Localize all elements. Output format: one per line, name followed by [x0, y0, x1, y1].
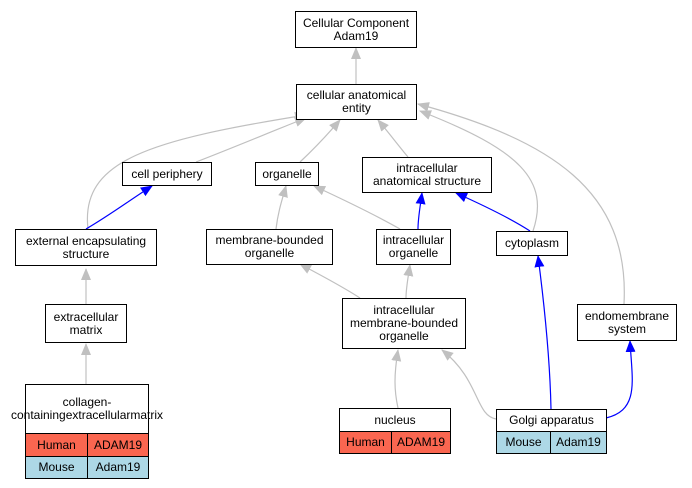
edge-golgi-to-endomembrane [605, 340, 636, 419]
node-title: nucleus [340, 409, 450, 431]
node-label-line: membrane-bounded [349, 316, 459, 330]
edge-golgi-to-imbo [441, 349, 497, 420]
gene-cell: ADAM19 [87, 434, 148, 456]
edge-ias-to-cae [377, 119, 409, 158]
node-cytoplasm[interactable]: cytoplasm [496, 231, 568, 256]
edge-mbo-to-organelle [275, 185, 288, 230]
node-label-line: extracellular [65, 408, 131, 422]
edge-nucleus-to-imbo [391, 349, 402, 409]
node-label-line: intracellular [382, 233, 445, 247]
node-label-line: cellular anatomical [306, 88, 407, 102]
node-label-line: organelle [262, 166, 312, 181]
node-label-line: nucleus [374, 412, 416, 427]
edge-cell-periphery-to-cae [195, 117, 307, 163]
node-label-line: structure [62, 246, 110, 261]
node-label-line: extracellular [53, 309, 119, 324]
node-label-line: cell periphery [131, 166, 203, 181]
node-label-line: organelle [388, 246, 439, 260]
node-label-line: Cellular Component [302, 15, 410, 30]
gene-cell: Adam19 [550, 432, 606, 453]
gene-cell: ADAM19 [391, 432, 450, 453]
gene-cell: Adam19 [87, 457, 148, 478]
node-collagen-containing-ecm[interactable]: collagen-containingextracellularmatrix H… [11, 384, 163, 479]
gene-row-mouse: Mouse Adam19 [497, 431, 606, 453]
species-cell-mouse: Mouse [26, 457, 87, 478]
edge-cytoplasm-to-cae [419, 110, 538, 232]
node-nucleus[interactable]: nucleus Human ADAM19 [339, 408, 451, 454]
species-cell-human: Human [340, 432, 391, 453]
node-label-line: Golgi apparatus [509, 413, 594, 427]
edge-ext-encap-to-cae [86, 111, 307, 230]
edge-imbo-to-mbo [299, 263, 361, 299]
node-cell-periphery[interactable]: cell periphery [122, 162, 212, 186]
gene-row-human: Human ADAM19 [340, 431, 450, 453]
species-cell-human: Human [26, 434, 87, 456]
edge-intra-org-to-organelle [313, 185, 401, 230]
node-title: Golgi apparatus [497, 410, 606, 431]
node-label-line: cytoplasm [504, 236, 560, 250]
edge-cytoplasm-to-ias [455, 192, 531, 232]
edge-organelle-to-cae [299, 119, 341, 163]
edge-intra-org-to-ias [415, 192, 426, 230]
node-label-line: collagen-containing [10, 395, 112, 422]
node-label-line: intracellular [396, 161, 458, 175]
node-label-line: anatomical structure [372, 174, 482, 188]
node-label-line: entity [342, 101, 371, 115]
node-title: collagen-containingextracellularmatrix [11, 385, 163, 433]
node-label-line: Adam19 [333, 28, 379, 43]
edge-imbo-to-intra-org [403, 264, 414, 299]
node-golgi-apparatus[interactable]: Golgi apparatus Mouse Adam19 [496, 409, 607, 454]
edge-golgi-to-cytoplasm [534, 255, 552, 410]
node-label-line: matrix [69, 322, 103, 337]
node-label-line: intracellular [373, 303, 435, 317]
node-label-line: external encapsulating [25, 233, 147, 248]
species-cell-mouse: Mouse [497, 432, 550, 453]
edge-endomembrane-to-cae [417, 102, 625, 305]
node-label-line: matrix [130, 408, 164, 422]
node-organelle[interactable]: organelle [255, 162, 319, 186]
node-label-line: membrane-bounded [215, 233, 324, 247]
node-label-line: endomembrane [584, 308, 670, 323]
gene-row-mouse: Mouse Adam19 [26, 456, 148, 478]
node-label-line: system [607, 321, 646, 336]
edge-ext-encap-to-cell-periphery [85, 185, 153, 230]
node-label-line: organelle [379, 329, 429, 343]
node-label-line: organelle [244, 246, 295, 260]
gene-row-human: Human ADAM19 [26, 433, 148, 456]
